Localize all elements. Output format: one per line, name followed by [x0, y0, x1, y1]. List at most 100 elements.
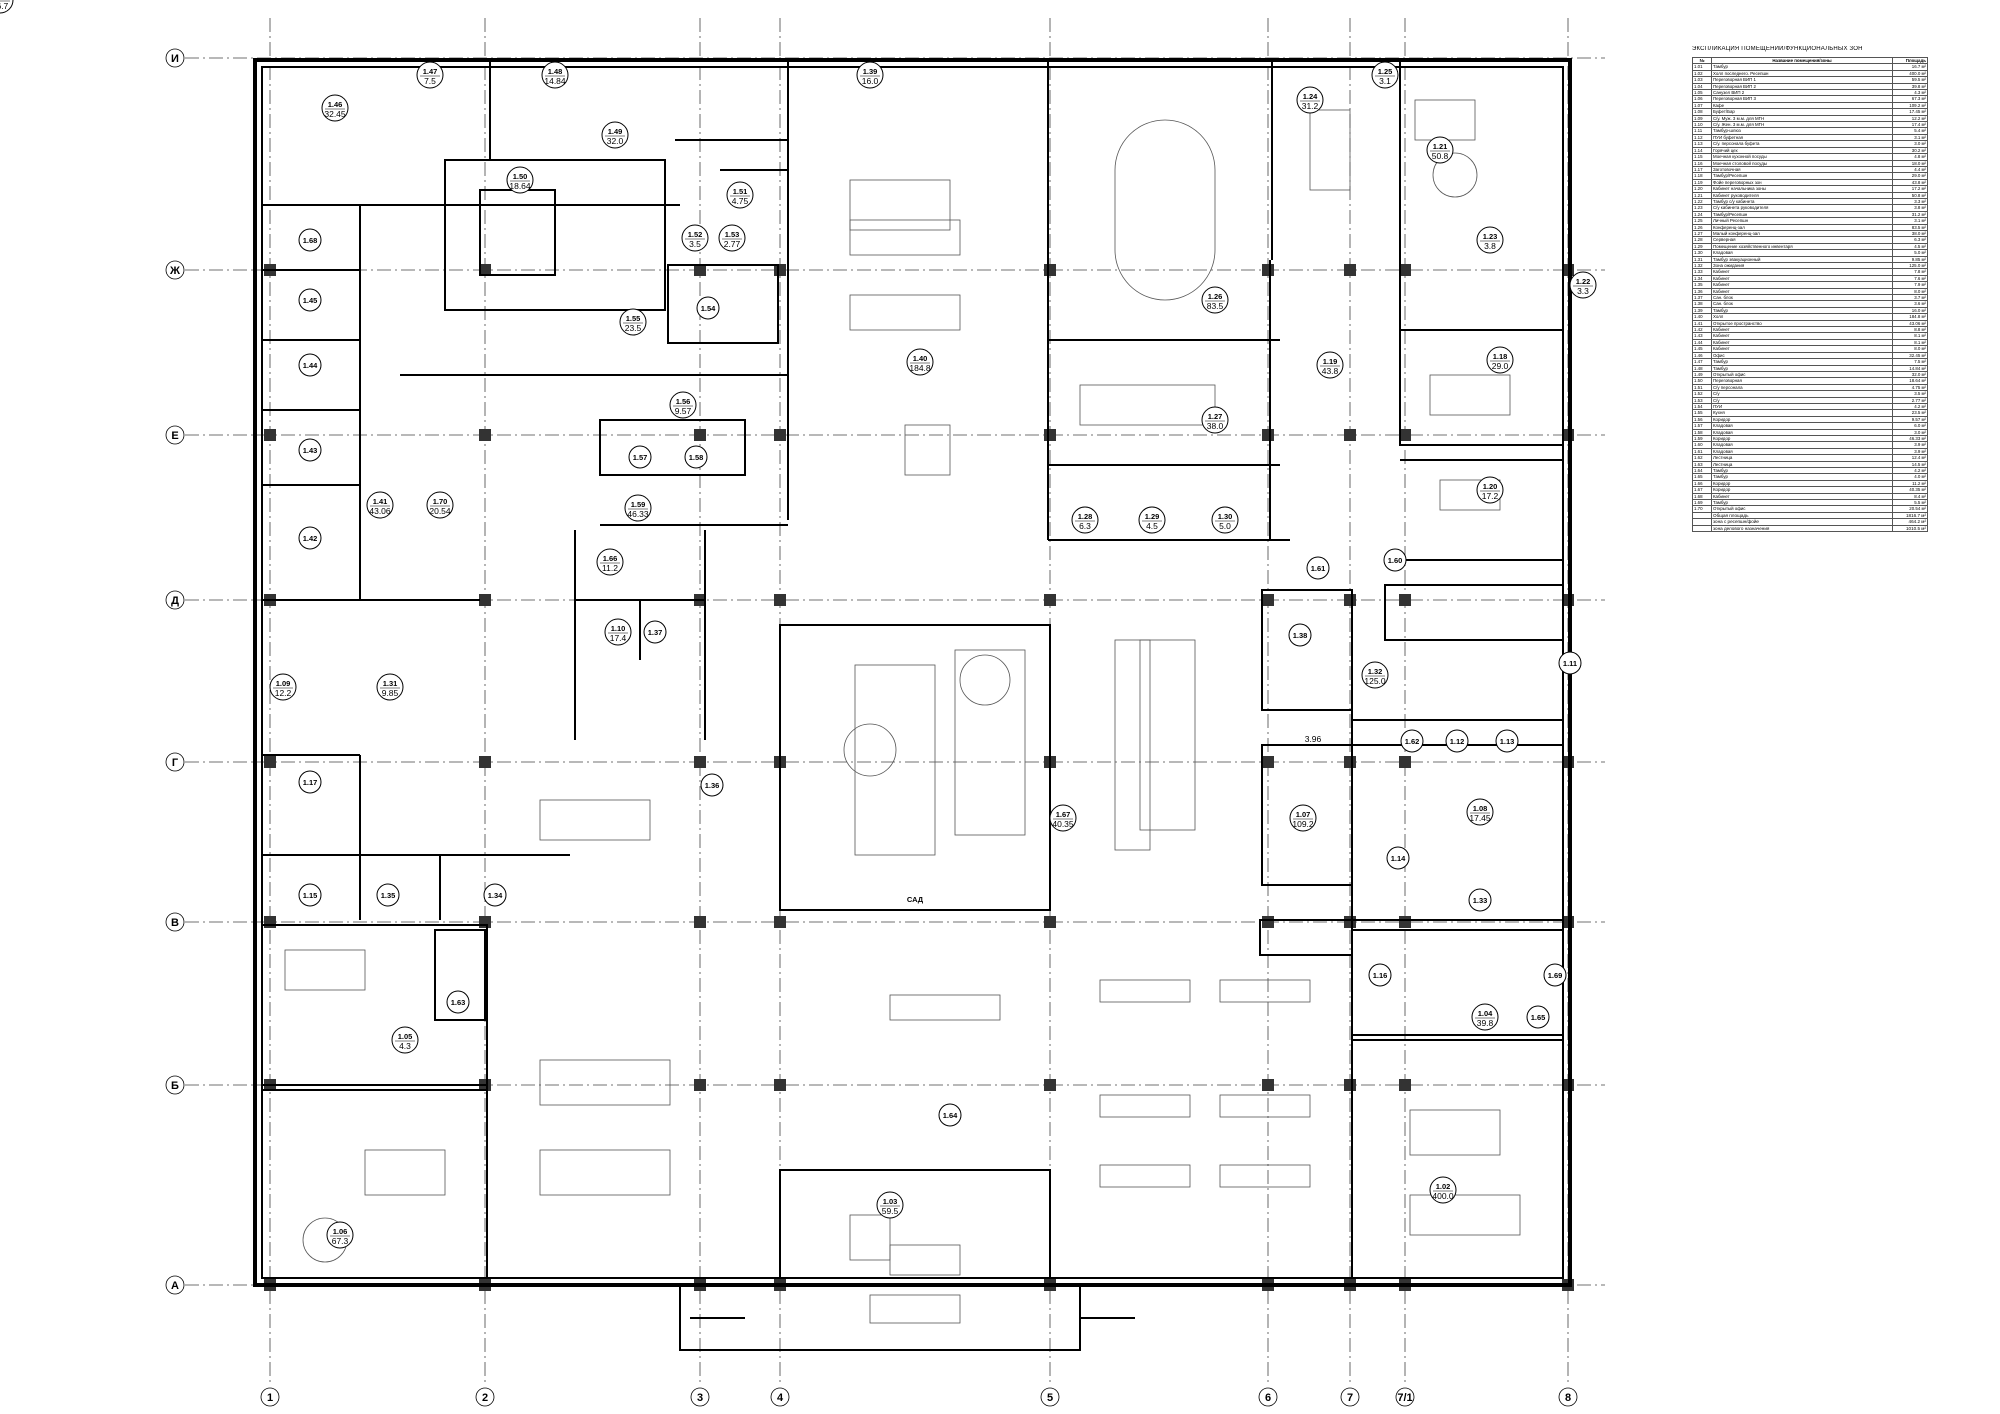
legend-summary-cell: 1010.5 м² — [1892, 524, 1928, 533]
room-number: 1.22 — [1576, 277, 1591, 286]
room-label-circle — [696, 296, 720, 320]
axis-label-row: А — [171, 1280, 179, 1292]
room-number: 1.44 — [303, 361, 318, 370]
room-number: 1.40 — [913, 354, 928, 363]
axis-label-column: 4 — [777, 1392, 784, 1404]
structural-column — [1344, 916, 1356, 928]
room-area: 40.35 — [1052, 819, 1074, 829]
room-number: 1.54 — [701, 304, 716, 313]
room-label-circle — [326, 1221, 354, 1249]
room-label: 1.514.75 — [726, 181, 754, 209]
room-label: 1.17 — [298, 770, 322, 794]
room-label-circle — [681, 224, 709, 252]
axis-label-column: 7 — [1347, 1392, 1353, 1404]
axis-bubble — [690, 1387, 710, 1407]
axis-label-row: Д — [171, 595, 179, 607]
legend-cell-area: 40.35 м² — [1892, 486, 1928, 494]
room-number: 1.57 — [633, 453, 648, 462]
structural-column — [1262, 429, 1274, 441]
room-area: 5.0 — [1219, 521, 1231, 531]
room-label-circle — [1361, 661, 1389, 689]
legend-cell-area: 29.0 м² — [1892, 172, 1928, 180]
axis-label-row: Е — [171, 430, 178, 442]
room-label-circle — [1426, 136, 1454, 164]
room-label-circle — [298, 770, 322, 794]
room-label-circle — [416, 61, 444, 89]
room-label: 1.16 — [1368, 963, 1392, 987]
room-area: 12.2 — [275, 688, 292, 698]
dimension-label: 3.96 — [1305, 734, 1322, 744]
structural-column — [1399, 594, 1411, 606]
legend-cell-area: 5.4 м² — [1892, 127, 1928, 135]
room-area: 18.64 — [509, 181, 531, 191]
legend-cell-area: 400.0 м² — [1892, 69, 1928, 78]
room-label: 1.42 — [298, 526, 322, 550]
room-label: 1.253.1 — [1371, 61, 1399, 89]
room-number: 1.26 — [1208, 292, 1223, 301]
axis-label-row: Ж — [169, 265, 180, 277]
legend-cell-area: 46.33 м² — [1892, 434, 1928, 443]
room-number: 1.66 — [603, 554, 618, 563]
structural-column — [774, 916, 786, 928]
room-area: 9.85 — [382, 688, 399, 698]
room-area: 3.5 — [689, 239, 701, 249]
room-label-circle — [601, 121, 629, 149]
legend-cell-area: 30.2 м² — [1892, 146, 1928, 155]
legend-cell-area: 50.8 м² — [1892, 191, 1928, 199]
room-label-circle — [506, 166, 534, 194]
room-label: 1.054.3 — [391, 1026, 419, 1054]
axis-bubble — [165, 425, 185, 445]
room-label-circle — [628, 445, 652, 469]
axis-bubble — [165, 912, 185, 932]
axis-label-column: 3 — [697, 1392, 703, 1404]
room-number: 1.05 — [398, 1032, 413, 1041]
room-number: 1.65 — [1531, 1013, 1546, 1022]
legend-cell-area: 184.8 м² — [1892, 313, 1928, 321]
legend-cell-area: 4.4 м² — [1892, 165, 1928, 174]
room-number: 1.07 — [1296, 810, 1311, 819]
room-number: 1.69 — [1548, 971, 1563, 980]
room-area: 4.5 — [1146, 521, 1158, 531]
structural-column — [1262, 264, 1274, 276]
room-area: 2.77 — [724, 239, 741, 249]
axis-bubble — [165, 590, 185, 610]
room-area: 9.57 — [675, 406, 692, 416]
room-label-circle — [269, 673, 297, 701]
structural-column — [479, 594, 491, 606]
room-number: 1.39 — [863, 67, 878, 76]
room-label-circle — [426, 491, 454, 519]
legend-cell-area: 38.0 м² — [1892, 229, 1928, 238]
structural-column — [1399, 1079, 1411, 1091]
room-area: 43.06 — [369, 506, 391, 516]
room-number: 1.61 — [1311, 564, 1326, 573]
room-label-circle — [1543, 963, 1567, 987]
room-area: 83.5 — [1207, 301, 1224, 311]
room-label: 1.569.57 — [669, 391, 697, 419]
structural-column — [1344, 594, 1356, 606]
room-number: 1.32 — [1368, 667, 1383, 676]
room-label-circle — [1558, 651, 1582, 675]
room-number: 1.46 — [328, 100, 343, 109]
room-area: 3.8 — [1484, 241, 1496, 251]
room-label: 1.0116.7 — [0, 0, 14, 14]
room-label-circle — [1486, 346, 1514, 374]
room-number: 1.23 — [1483, 232, 1498, 241]
structural-column — [1399, 429, 1411, 441]
structural-column — [1262, 594, 1274, 606]
legend-cell-area: 43.8 м² — [1892, 178, 1928, 187]
room-number: 1.68 — [303, 236, 318, 245]
room-label-circle — [1495, 729, 1519, 753]
axis-bubble — [1558, 1387, 1578, 1407]
legend-cell-area: 125.0 м² — [1892, 261, 1928, 270]
room-number: 1.01 — [0, 0, 7, 1]
